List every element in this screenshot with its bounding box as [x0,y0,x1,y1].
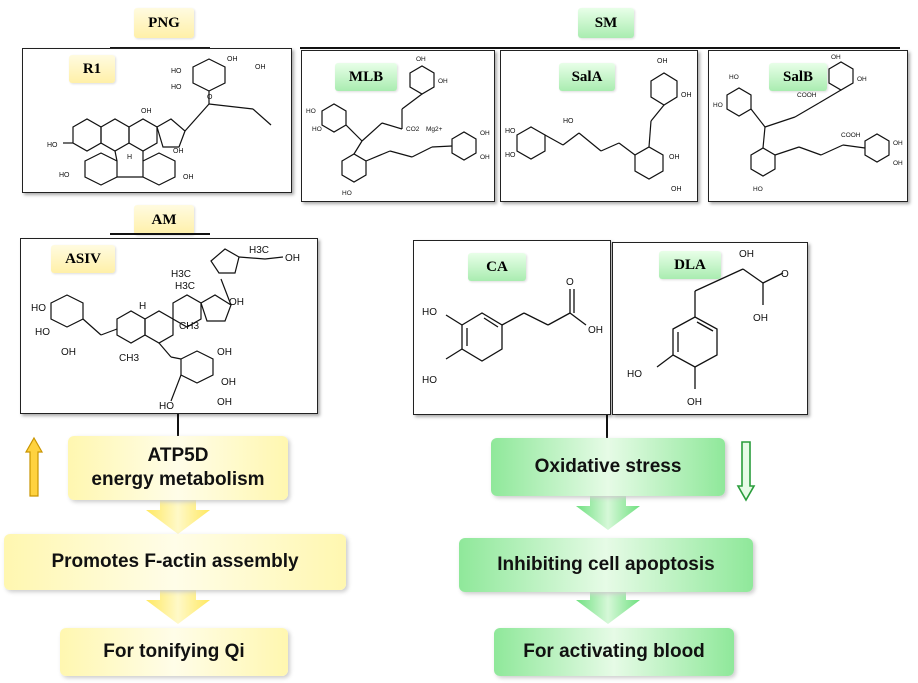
asiv-oh-label-1: OH [61,347,76,358]
right-step-oxidative-stress: Oxidative stress [491,438,725,496]
up-arrow-icon [24,436,44,497]
structure-box-sala: SalA OH OH HO HO HO OH OH [500,50,698,202]
salb-structure: HO HO OH OH COOH COOH OH OH HO [713,54,903,193]
salb-oh-label-2: OH [857,76,867,83]
dla-structure: OH O OH HO OH [627,249,789,408]
left-step-atp5d: ATP5D energy metabolism [68,436,288,500]
sala-ho-label-2: HO [505,152,516,159]
dla-oh-label-2: OH [753,313,768,324]
asiv-ho-label-1: HO [31,303,46,314]
mlb-mg-label: Mg2+ [426,126,443,133]
sala-ho-label-1: HO [505,128,516,135]
r1-structure: HO HO OH OH OH O H HO HO OH OH [47,56,272,186]
dla-o-label: O [781,269,789,280]
salb-oh-label-3: OH [893,140,903,147]
group-label-am: AM [134,205,194,235]
group-label-png: PNG [134,8,194,38]
ca-oh-label: OH [588,325,603,336]
ca-ho-label-1: HO [422,307,437,318]
structure-box-salb: SalB HO HO OH OH COOH COOH OH OH HO [708,50,908,202]
asiv-ch3-label-1: CH3 [179,321,199,332]
salb-cooh-label-2: COOH [841,132,861,139]
asiv-oh-label-2: OH [285,253,300,264]
down-arrow-icon [736,441,756,502]
asiv-oh-label-3: OH [229,297,244,308]
r1-oh-label-1: OH [227,56,238,63]
right-step-apoptosis: Inhibiting cell apoptosis [459,538,753,592]
mlb-ho-label-1: HO [306,108,316,115]
left-step-factin: Promotes F-actin assembly [4,534,346,590]
mlb-oh-label-2: OH [438,78,448,85]
compound-label-salb: SalB [769,63,827,91]
r1-h-label: H [127,154,132,161]
asiv-oh-label-6: OH [217,397,232,408]
dla-ho-label: HO [627,369,642,380]
sala-oh-label-3: OH [669,154,680,161]
structure-box-mlb: MLB OH OH HO HO CO2 Mg2+ OH OH [301,50,495,202]
r1-oh-label-2: OH [255,64,266,71]
asiv-ch3-label-2: CH3 [119,353,139,364]
asiv-h3c-label-1: H3C [171,269,191,280]
r1-ho-label-2: HO [171,84,182,91]
sala-oh-label-1: OH [657,58,668,65]
r1-ho-label-4: HO [59,172,70,179]
asiv-oh-label-4: OH [217,347,232,358]
r1-o-label: O [207,94,213,101]
asiv-ho-label-2: HO [35,327,50,338]
r1-ho-label-3: HO [47,142,58,149]
r1-oh-label-3: OH [141,108,152,115]
structure-box-ca: CA HO HO OH O [413,240,611,415]
sala-oh-label-4: OH [671,186,682,193]
compound-label-ca: CA [468,253,526,281]
asiv-ho-label-3: HO [159,401,174,412]
dla-oh-label-3: OH [687,397,702,408]
salb-oh-label-1: OH [831,54,841,61]
structure-box-asiv: ASIV HO HO OH OH H3C H3C H3C [20,238,318,414]
structure-box-r1: R1 HO HO OH OH OH O H HO [22,48,292,193]
left-flow-arrow-1 [146,500,210,534]
salb-oh-label-4: OH [893,160,903,167]
group-label-sm: SM [578,8,634,38]
compound-label-dla: DLA [659,251,721,279]
mlb-oh-label-4: OH [480,154,490,161]
sala-ho-label-3: HO [563,118,574,125]
compound-label-r1: R1 [69,55,115,83]
salb-ho-label-3: HO [753,186,763,193]
ca-ho-label-2: HO [422,375,437,386]
mlb-co2-label: CO2 [406,126,420,133]
right-flow-arrow-1 [576,496,640,530]
r1-oh-label-5: OH [183,174,194,181]
compound-label-asiv: ASIV [51,245,115,273]
asiv-h3c-label-3: H3C [175,281,195,292]
mlb-ho-label-3: HO [342,190,352,197]
dla-oh-label-1: OH [739,249,754,260]
compound-label-mlb: MLB [335,63,397,91]
asiv-h3c-label-2: H3C [249,245,269,256]
asiv-structure: HO HO OH OH H3C H3C H3C CH3 CH3 OH OH OH… [31,245,300,412]
right-step-activate-blood: For activating blood [494,628,734,676]
left-connector [177,414,179,436]
compound-label-sala: SalA [559,63,615,91]
sala-structure: OH OH HO HO HO OH OH [505,58,692,193]
salb-ho-label-1: HO [729,74,739,81]
asiv-oh-label-5: OH [221,377,236,388]
mlb-structure: OH OH HO HO CO2 Mg2+ OH OH HO [306,56,490,197]
right-flow-arrow-2 [576,590,640,624]
asiv-h-label: H [139,301,146,312]
sala-oh-label-2: OH [681,92,692,99]
left-step-tonify-qi: For tonifying Qi [60,628,288,676]
mlb-oh-label-3: OH [480,130,490,137]
r1-oh-label-4: OH [173,148,184,155]
ca-o-label: O [566,277,574,288]
r1-ho-label-1: HO [171,68,182,75]
right-connector [606,415,608,438]
salb-ho-label-2: HO [713,102,723,109]
structure-box-dla: DLA OH O OH HO OH [612,242,808,415]
mlb-ho-label-2: HO [312,126,322,133]
ca-structure: HO HO OH O [422,277,603,386]
salb-cooh-label-1: COOH [797,92,817,99]
left-flow-arrow-2 [146,590,210,624]
mlb-oh-label-1: OH [416,56,426,63]
